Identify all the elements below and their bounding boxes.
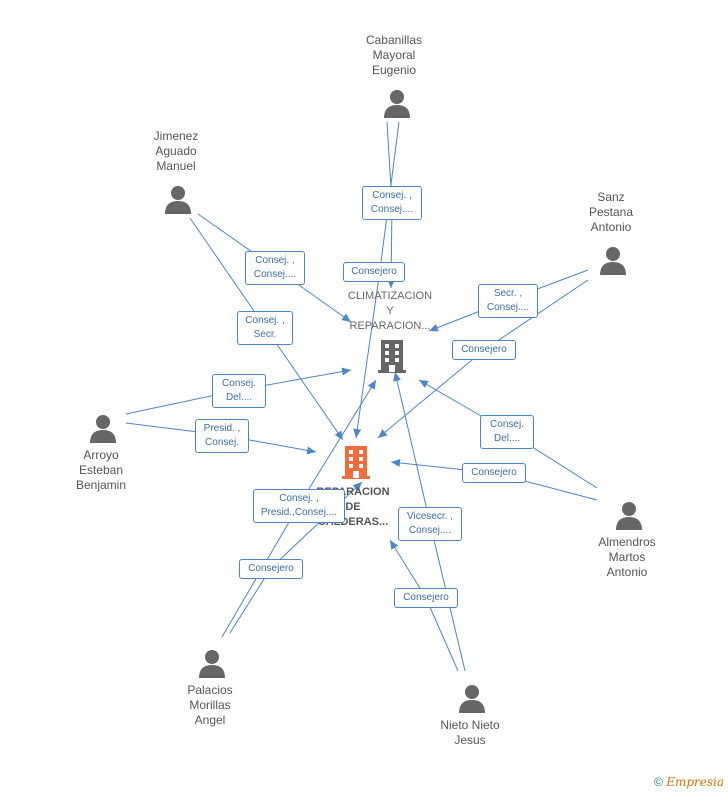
role-label-cabanillas-climatizacion[interactable]: Consej. ,Consej....: [362, 186, 422, 220]
person-icon: [384, 90, 410, 118]
person-icon: [616, 502, 642, 530]
person-icon: [459, 685, 485, 713]
role-label-almendros-reparacion[interactable]: Consejero: [462, 463, 526, 483]
brand-logo-text: Empresia: [666, 775, 724, 789]
role-label-sanz-climatizacion[interactable]: Secr. ,Consej....: [478, 284, 538, 318]
role-label-cabanillas-reparacion[interactable]: Consejero: [343, 262, 405, 282]
person-icon: [600, 247, 626, 275]
role-label-arroyo-climatizacion[interactable]: Consej.Del....: [212, 374, 266, 408]
copyright-symbol: ©: [654, 775, 663, 789]
role-label-sanz-reparacion[interactable]: Consejero: [452, 340, 516, 360]
building-icon: [342, 446, 370, 479]
role-label-jimenez-reparacion[interactable]: Consej. ,Secr.: [237, 311, 293, 345]
footer-credit[interactable]: © Empresia: [654, 775, 724, 789]
role-label-almendros-climatizacion[interactable]: Consej.Del....: [480, 415, 534, 449]
role-label-arroyo-reparacion[interactable]: Presid. ,Consej.: [195, 419, 249, 453]
role-label-jimenez-climatizacion[interactable]: Consej. ,Consej....: [245, 251, 305, 285]
role-label-nieto-reparacion[interactable]: Consejero: [394, 588, 458, 608]
person-icon: [199, 650, 225, 678]
role-label-palacios-climatizacion[interactable]: Consej. ,Presid.,Consej....: [253, 489, 345, 523]
person-icon: [90, 415, 116, 443]
person-icon: [165, 186, 191, 214]
role-label-palacios-reparacion[interactable]: Consejero: [239, 559, 303, 579]
role-label-nieto-climatizacion[interactable]: Vicesecr. ,Consej....: [398, 507, 462, 541]
building-icon: [378, 340, 406, 373]
